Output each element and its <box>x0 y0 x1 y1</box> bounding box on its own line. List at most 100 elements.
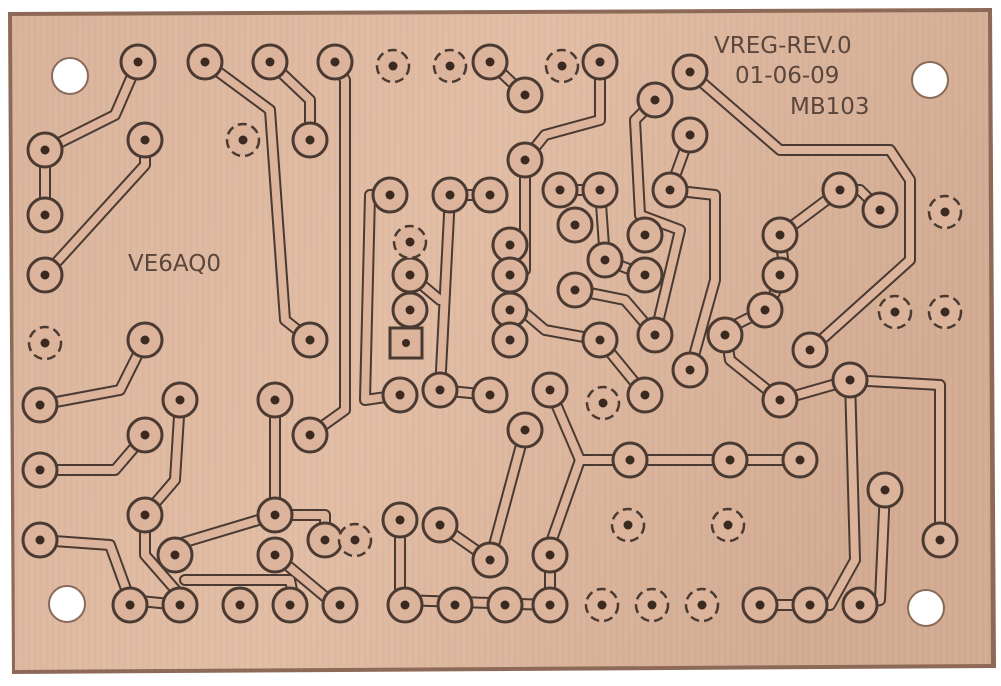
unconnected-pad <box>927 194 963 230</box>
unconnected-pad <box>432 48 468 84</box>
solder-pad <box>316 43 354 81</box>
solder-pad <box>581 43 619 81</box>
solder-pad <box>531 586 569 624</box>
solder-pad <box>391 256 429 294</box>
solder-pad <box>21 386 59 424</box>
solder-pad <box>506 411 544 449</box>
solder-pad <box>436 586 474 624</box>
solder-pad <box>831 361 869 399</box>
solder-pad <box>636 81 674 119</box>
solder-pad <box>841 586 879 624</box>
solder-pad <box>256 381 294 419</box>
solder-pad <box>256 536 294 574</box>
board-date-label: 01-06-09 <box>735 63 839 89</box>
square-pad <box>388 326 424 360</box>
unconnected-pad <box>544 48 580 84</box>
solder-pad <box>391 291 429 329</box>
unconnected-pad <box>684 587 720 623</box>
solder-pad <box>491 321 529 359</box>
solder-pad <box>386 586 424 624</box>
solder-pad <box>761 256 799 294</box>
unconnected-pad <box>877 294 913 330</box>
solder-pad <box>371 176 409 214</box>
solder-pad <box>761 381 799 419</box>
solder-pad <box>421 371 459 409</box>
unconnected-pad <box>610 507 646 543</box>
unconnected-pad <box>375 48 411 84</box>
solder-pad <box>321 586 359 624</box>
solder-pad <box>291 321 329 359</box>
solder-pad <box>381 376 419 414</box>
solder-pad <box>291 121 329 159</box>
board-part-label: MB103 <box>790 94 870 120</box>
unconnected-pad <box>927 294 963 330</box>
solder-pad <box>491 256 529 294</box>
solder-pad <box>26 131 64 169</box>
solder-pad <box>256 496 294 534</box>
solder-pad <box>531 371 569 409</box>
solder-pad <box>26 196 64 234</box>
solder-pad <box>471 43 509 81</box>
unconnected-pad <box>337 522 373 558</box>
solder-pad <box>21 451 59 489</box>
solder-pad <box>586 241 624 279</box>
solder-pad <box>711 441 749 479</box>
solder-pad <box>671 53 709 91</box>
solder-pad <box>291 416 329 454</box>
solder-pad <box>506 141 544 179</box>
unconnected-pad <box>392 224 428 260</box>
mounting-hole-bottom-left <box>48 585 86 623</box>
solder-pad <box>126 416 164 454</box>
solder-pad <box>741 586 779 624</box>
solder-pad <box>581 171 619 209</box>
solder-pad <box>126 121 164 159</box>
solder-pad <box>506 76 544 114</box>
solder-pad <box>26 256 64 294</box>
solder-pad <box>781 441 819 479</box>
mounting-holes <box>48 57 949 627</box>
unconnected-pad <box>584 587 620 623</box>
solder-pad <box>119 43 157 81</box>
solder-pad <box>626 216 664 254</box>
mounting-hole-top-right <box>911 61 949 99</box>
solder-pad <box>821 171 859 209</box>
solder-pad <box>626 376 664 414</box>
solder-pad <box>471 376 509 414</box>
solder-pad <box>866 471 904 509</box>
solder-pad <box>431 176 469 214</box>
mounting-hole-bottom-right <box>907 589 945 627</box>
unconnected-pad <box>634 587 670 623</box>
solder-pad <box>306 521 344 559</box>
solder-pad <box>626 256 664 294</box>
solder-pad <box>556 271 594 309</box>
unconnected-pad <box>27 325 63 361</box>
solder-pad <box>161 381 199 419</box>
solder-pad <box>611 441 649 479</box>
solder-pad <box>671 351 709 389</box>
solder-pad <box>746 291 784 329</box>
solder-pad <box>556 206 594 244</box>
solder-pad <box>126 496 164 534</box>
unconnected-pad <box>225 122 261 158</box>
etched-labels: VREG-REV.0 01-06-09 MB103 VE6AQ0 <box>128 33 870 277</box>
unconnected-pad <box>710 507 746 543</box>
solder-pad <box>651 171 689 209</box>
solder-pad <box>111 586 149 624</box>
solder-pad <box>581 321 619 359</box>
solder-pad <box>161 586 199 624</box>
solder-pads <box>21 43 963 624</box>
solder-pad <box>471 541 509 579</box>
solder-pad <box>861 191 899 229</box>
solder-pad <box>791 331 829 369</box>
solder-pad <box>486 586 524 624</box>
solder-pad <box>156 536 194 574</box>
solder-pad <box>531 536 569 574</box>
solder-pad <box>251 43 289 81</box>
callsign-label: VE6AQ0 <box>128 251 221 277</box>
solder-pad <box>126 321 164 359</box>
solder-pad <box>271 586 309 624</box>
solder-pad <box>706 316 744 354</box>
solder-pad <box>421 506 459 544</box>
